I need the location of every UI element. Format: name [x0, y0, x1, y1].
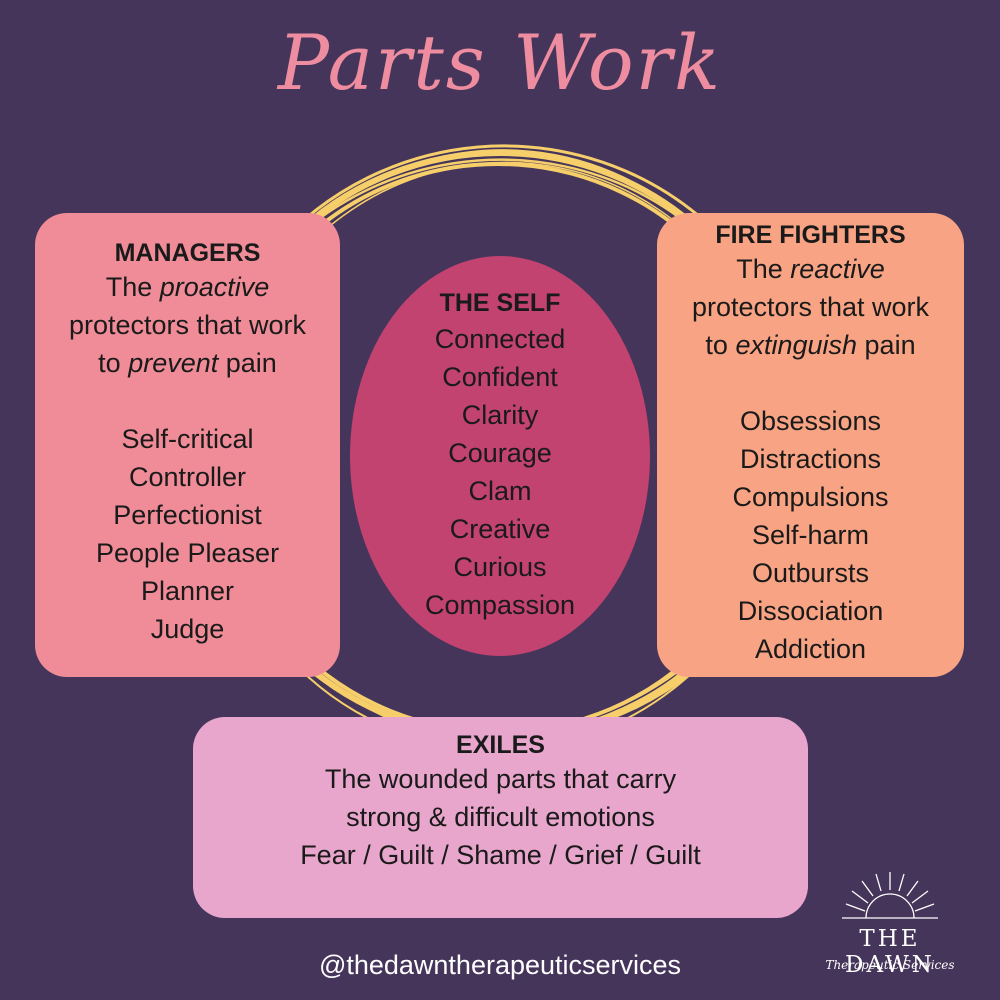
exiles-heading: EXILES — [456, 731, 545, 759]
managers-item: Judge — [150, 614, 225, 644]
managers-description-line-1: The proactive — [105, 272, 270, 302]
the-self-item: Confident — [442, 362, 558, 392]
fire-fighters-heading: FIRE FIGHTERS — [715, 221, 906, 249]
the-self-item: Connected — [434, 324, 566, 354]
fire-fighters-description-line-2: protectors that work — [691, 292, 930, 322]
managers-heading: MANAGERS — [114, 239, 261, 267]
the-self-oval: THE SELF Connected Confident Clarity Cou… — [350, 256, 650, 656]
sunrise-icon — [842, 872, 938, 919]
fire-fighters-item: Outbursts — [751, 558, 870, 588]
the-self-item: Clam — [468, 476, 532, 506]
fire-fighters-item: Distractions — [739, 444, 882, 474]
the-self-item: Creative — [449, 514, 551, 544]
exiles-line-2: strong & difficult emotions — [346, 802, 655, 832]
the-self-heading: THE SELF — [439, 289, 561, 317]
managers-item: People Pleaser — [95, 538, 280, 568]
the-dawn-logo: THE DAWN Therapeutic Services — [810, 870, 970, 990]
managers-description-line-2: protectors that work — [68, 310, 307, 340]
fire-fighters-description-line-3: to extinguish pain — [705, 330, 916, 360]
page-title: Parts Work — [277, 18, 723, 107]
logo-brand-text: THE DAWN — [845, 926, 935, 978]
fire-fighters-item: Obsessions — [739, 406, 882, 436]
managers-item: Perfectionist — [113, 500, 262, 530]
exiles-card: EXILES The wounded parts that carry stro… — [193, 717, 808, 918]
exiles-line-3: Fear / Guilt / Shame / Grief / Guilt — [300, 840, 701, 870]
exiles-line-1: The wounded parts that carry — [324, 764, 677, 794]
the-self-item: Clarity — [461, 400, 539, 430]
managers-item: Self-critical — [121, 424, 254, 454]
the-self-item: Curious — [453, 552, 547, 582]
fire-fighters-description-line-1: The reactive — [736, 254, 885, 284]
fire-fighters-item: Dissociation — [737, 596, 884, 626]
managers-description-line-3: to prevent pain — [98, 348, 277, 378]
fire-fighters-item: Compulsions — [732, 482, 889, 512]
social-handle: @thedawntherapeuticservices — [318, 950, 682, 980]
the-self-item: Courage — [448, 438, 552, 468]
the-self-item: Compassion — [424, 590, 576, 620]
managers-item: Controller — [128, 462, 247, 492]
fire-fighters-item: Addiction — [754, 634, 867, 664]
fire-fighters-card: FIRE FIGHTERS The reactive protectors th… — [657, 213, 964, 677]
managers-card: MANAGERS The proactive protectors that w… — [35, 213, 340, 677]
managers-item: Planner — [140, 576, 235, 606]
logo-subtitle: Therapeutic Services — [825, 958, 955, 972]
fire-fighters-item: Self-harm — [751, 520, 870, 550]
